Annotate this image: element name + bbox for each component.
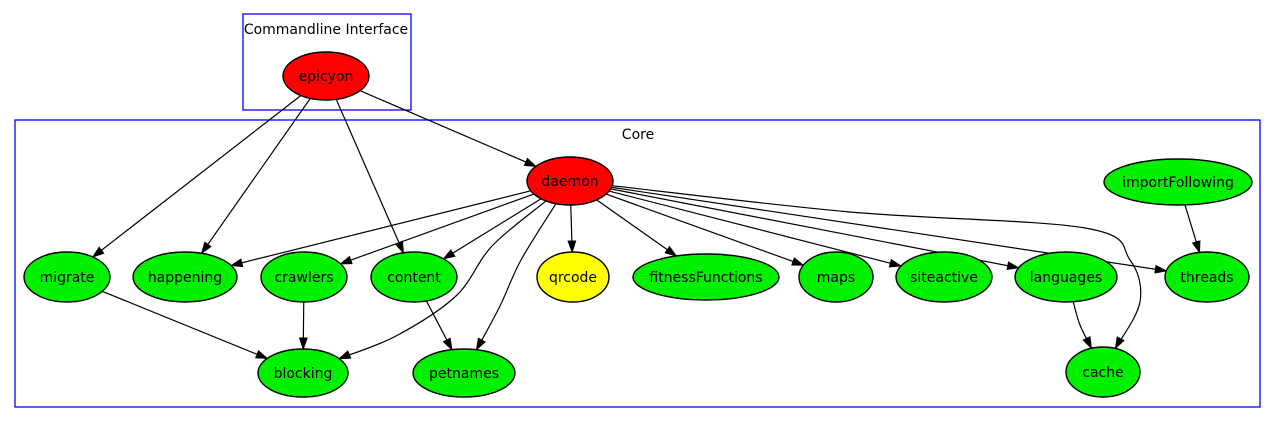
node-cache-label: cache [1082,365,1123,381]
node-migrate-label: migrate [40,270,95,286]
cluster-cli-label: Commandline Interface [244,22,408,38]
node-happening: happening [133,252,237,302]
node-epicyon: epicyon [283,52,369,100]
node-blocking: blocking [258,349,348,397]
node-maps-label: maps [817,270,855,286]
node-epicyon-label: epicyon [299,69,354,85]
node-daemon: daemon [527,157,613,205]
edge-daemon-to-crawlers [341,194,534,264]
node-daemon-label: daemon [541,174,598,190]
edge-languages-to-cache [1073,302,1091,349]
node-happening-label: happening [148,270,222,286]
node-maps: maps [799,252,873,302]
node-threads-label: threads [1180,270,1233,286]
node-threads: threads [1165,252,1249,302]
node-content: content [371,252,457,302]
node-content-label: content [387,270,441,286]
edge-daemon-to-qrcode [571,205,572,252]
node-blocking-label: blocking [274,366,333,382]
edge-content-to-petnames [426,301,451,350]
node-fitnessFunctions: fitnessFunctions [633,254,779,300]
node-petnames: petnames [413,349,515,397]
edge-epicyon-to-content [336,99,403,252]
node-qrcode: qrcode [537,252,609,302]
node-languages: languages [1015,252,1117,302]
node-siteactive: siteactive [896,252,992,302]
edge-epicyon-to-happening [202,98,311,253]
node-importFollowing: importFollowing [1104,159,1252,205]
cluster-core-label: Core [622,127,654,143]
node-crawlers-label: crawlers [274,270,333,286]
node-crawlers: crawlers [261,252,347,302]
edge-daemon-to-fitnessFunctions [597,200,677,256]
node-importFollowing-label: importFollowing [1122,175,1234,191]
node-cache: cache [1066,347,1140,397]
node-petnames-label: petnames [429,366,499,382]
edge-importFollowing-to-threads [1185,205,1200,253]
node-languages-label: languages [1030,270,1102,286]
node-migrate: migrate [24,252,110,302]
node-fitnessFunctions-label: fitnessFunctions [649,270,762,286]
edge-epicyon-to-daemon [360,91,536,167]
node-qrcode-label: qrcode [549,270,597,286]
node-layer: epicyon daemon migrate happening crawlers con… [24,52,1252,397]
node-siteactive-label: siteactive [910,270,978,286]
